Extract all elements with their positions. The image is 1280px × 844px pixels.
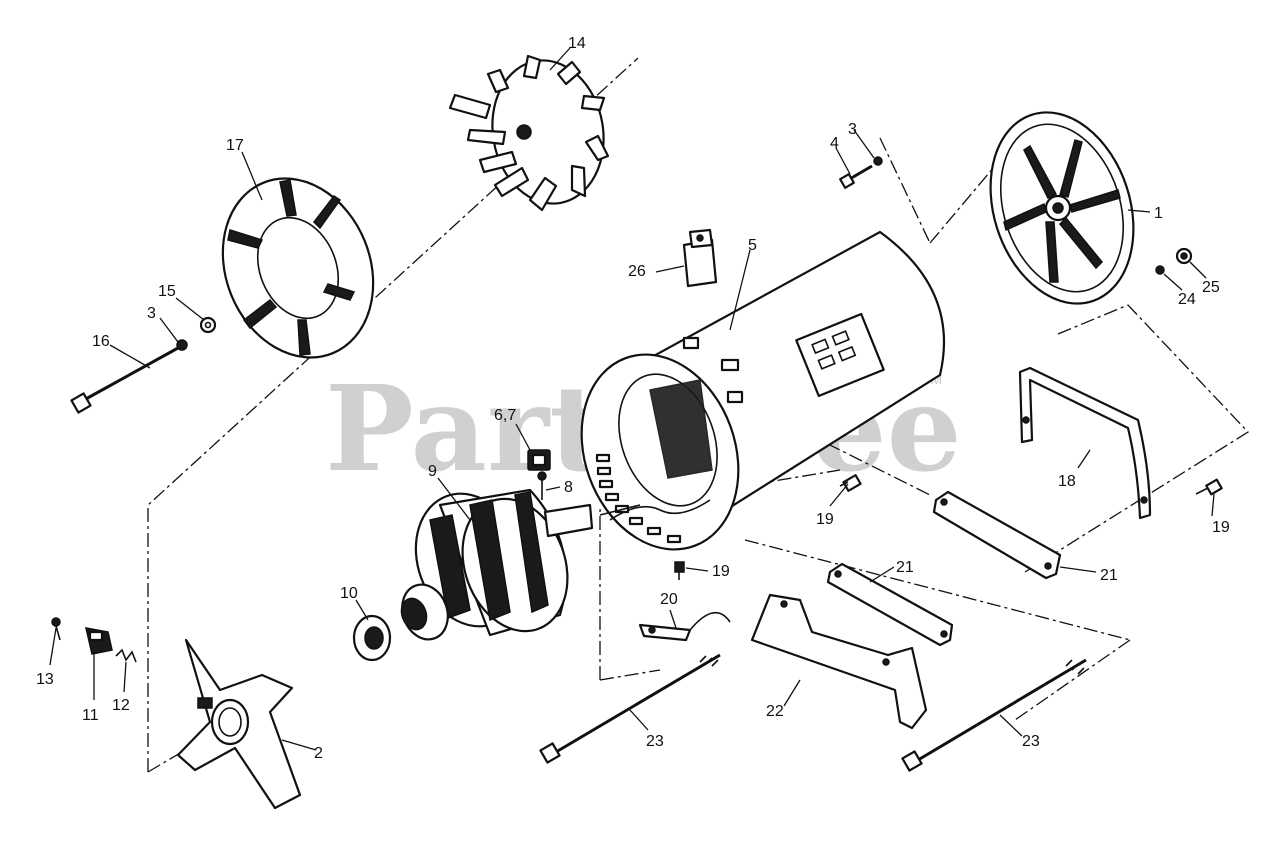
receptacle-part-26[interactable] (682, 228, 718, 288)
callout-11: 11 (82, 707, 99, 724)
rotor-part-9[interactable] (395, 478, 641, 646)
callout-19-bottom: 19 (712, 563, 730, 580)
brush-holder-part-6-7[interactable] (527, 449, 551, 471)
callout-24: 24 (1178, 291, 1196, 308)
lockwasher-part-24[interactable] (1155, 265, 1165, 275)
end-bell-part-1[interactable] (967, 94, 1157, 322)
bolt-part-16[interactable] (70, 346, 179, 414)
callout-1: 1 (1154, 205, 1163, 222)
screw-part-19-bottom[interactable] (674, 561, 685, 580)
callout-3-left: 3 (147, 305, 156, 322)
bolt-part-4[interactable] (839, 164, 873, 189)
callout-22: 22 (766, 703, 784, 720)
callout-25: 25 (1202, 279, 1220, 296)
callout-10: 10 (340, 585, 358, 602)
lockwasher-part-3-right[interactable] (873, 156, 883, 166)
washer-part-15[interactable] (199, 316, 217, 334)
callout-2: 2 (314, 745, 323, 762)
fan-impeller-part-14[interactable] (448, 52, 615, 213)
callout-labels: 1 2 3 3 4 5 6,7 8 9 10 11 12 13 14 15 16… (36, 35, 1230, 762)
callout-23-left: 23 (646, 733, 664, 750)
screw-part-8[interactable] (537, 471, 547, 500)
callout-17: 17 (226, 137, 244, 154)
screw-part-13[interactable] (51, 617, 61, 641)
terminal-part-20[interactable] (638, 612, 731, 642)
mounting-rail-part-21-upper[interactable] (932, 490, 1062, 580)
callout-4: 4 (830, 135, 839, 152)
callout-19-right: 19 (1212, 519, 1230, 536)
screw-part-19-right[interactable] (1195, 478, 1223, 496)
mounting-rail-part-21-lower[interactable] (826, 562, 954, 647)
frame-bracket-part-18[interactable] (1018, 366, 1152, 520)
bearing-part-10[interactable] (352, 614, 392, 662)
callout-15: 15 (158, 283, 176, 300)
callout-16: 16 (92, 333, 110, 350)
callout-18: 18 (1058, 473, 1076, 490)
base-bracket-part-22[interactable] (750, 593, 928, 730)
leader-lines (49, 47, 1215, 751)
through-bolt-part-23-right[interactable] (901, 658, 1087, 772)
callout-23-right: 23 (1022, 733, 1040, 750)
through-bolt-part-23-left[interactable] (539, 653, 721, 764)
callout-26: 26 (628, 263, 646, 280)
callout-5: 5 (748, 237, 757, 254)
callout-13: 13 (36, 671, 54, 688)
callout-9: 9 (428, 463, 437, 480)
stator-housing-part-5[interactable] (555, 230, 946, 572)
callout-8: 8 (564, 479, 573, 496)
callout-21-lower: 21 (896, 559, 914, 576)
fan-shroud-part-17[interactable] (197, 156, 399, 381)
brush-bracket-part-2[interactable] (176, 638, 302, 810)
nut-part-25[interactable] (1175, 247, 1193, 265)
spring-part-12[interactable] (115, 648, 137, 663)
callout-12: 12 (112, 697, 130, 714)
callout-14: 14 (568, 35, 586, 52)
lockwasher-part-3-left[interactable] (176, 339, 188, 351)
callout-20: 20 (660, 591, 678, 608)
callout-19-housing: 19 (816, 511, 834, 528)
callout-21-upper: 21 (1100, 567, 1118, 584)
callout-3-right: 3 (848, 121, 857, 138)
brush-assembly-part-11[interactable] (85, 627, 113, 655)
callout-6-7: 6,7 (494, 407, 516, 424)
